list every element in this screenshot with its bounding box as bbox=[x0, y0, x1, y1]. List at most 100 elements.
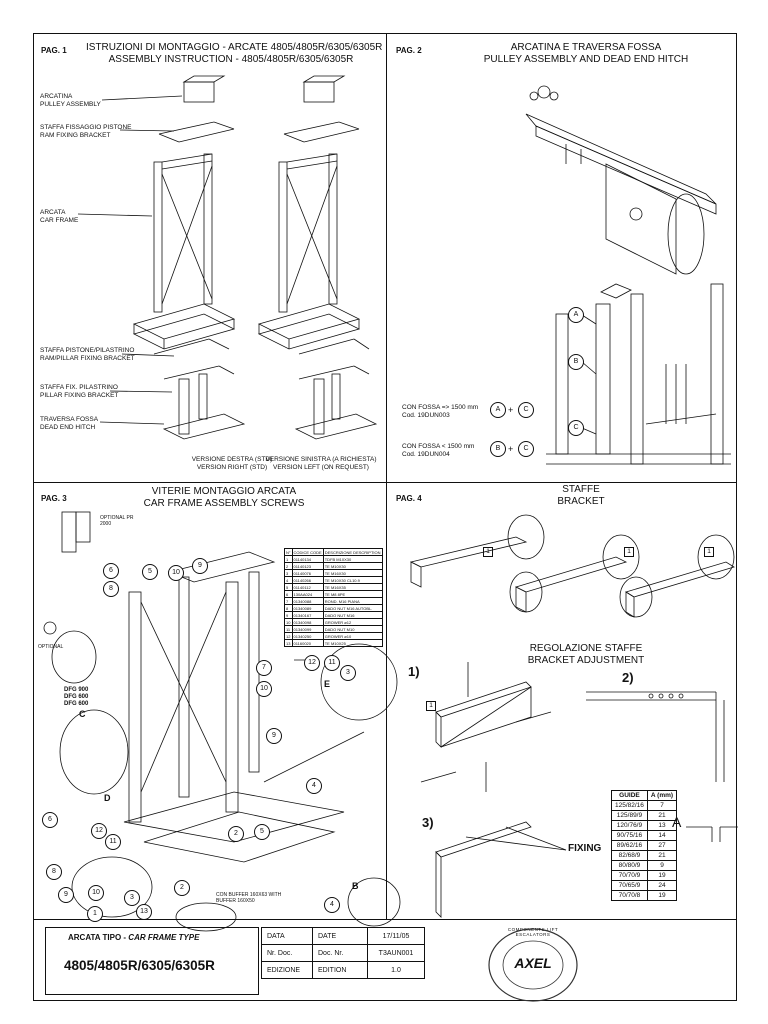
version-right-label: VERSIONE DESTRA (STD)VERSION RIGHT (STD) bbox=[191, 456, 273, 471]
box-marker-1: 1 bbox=[483, 547, 493, 557]
pag1-title-it: ISTRUZIONI DI MONTAGGIO - ARCATE 4805/48… bbox=[86, 42, 383, 53]
callout-13: 13 bbox=[136, 904, 152, 920]
divider-vertical-bottom bbox=[386, 482, 387, 919]
adjustment-step-1 bbox=[420, 662, 552, 792]
callout-2: 2 bbox=[228, 826, 244, 842]
pag3-title-it: VITERIE MONTAGGIO ARCATA bbox=[151, 486, 297, 497]
divider-vertical-top bbox=[386, 34, 387, 482]
callout-11: 11 bbox=[324, 655, 340, 671]
bracket-drawing-3 bbox=[619, 534, 735, 618]
callout-7: 7 bbox=[256, 660, 272, 676]
title-block: ARCATA TIPO - CAR FRAME TYPE 4805/4805R/… bbox=[34, 919, 738, 1002]
pag4-title-it: STAFFE bbox=[562, 484, 600, 495]
frame-right-version bbox=[132, 75, 246, 440]
adjustment-step-3 bbox=[435, 821, 567, 918]
panel-pag4: PAG. 4 STAFFE BRACKET bbox=[386, 482, 738, 919]
pag3-title-en: CAR FRAME ASSEMBLY SCREWS bbox=[143, 498, 305, 509]
detail-letter-b: B bbox=[352, 881, 359, 891]
step-2-label: 2) bbox=[622, 670, 634, 685]
drawing-sheet: PAG. 1 ISTRUZIONI DI MONTAGGIO - ARCATE … bbox=[33, 33, 738, 1002]
optional-label: OPTIONAL bbox=[38, 644, 64, 650]
callout-10b: 10 bbox=[256, 681, 272, 697]
divider-horizontal-footer bbox=[34, 919, 736, 920]
callout-9c: 9 bbox=[58, 887, 74, 903]
callout-10c: 10 bbox=[88, 885, 104, 901]
parts-header-n: N° bbox=[284, 548, 293, 556]
option2-marker-b: B bbox=[490, 441, 506, 457]
callout-12b: 12 bbox=[91, 823, 107, 839]
option2-plus: + bbox=[508, 444, 514, 454]
pulley-assembly-drawing bbox=[525, 85, 717, 275]
option1-marker-a: A bbox=[490, 402, 506, 418]
callout-1: 1 bbox=[87, 906, 103, 922]
pag4-drawing bbox=[409, 514, 738, 918]
company-stamp: COMPONENTS LIFT ESCALATORS AXEL bbox=[481, 921, 581, 1002]
bracket-drawing-2 bbox=[509, 534, 640, 613]
guide-header-guide: GUIDE bbox=[611, 790, 648, 801]
stamp-brand: AXEL bbox=[514, 955, 552, 971]
pag2-title-en: PULLEY ASSEMBLY AND DEAD END HITCH bbox=[483, 54, 689, 65]
adjust-title-it: REGOLAZIONE STAFFE bbox=[529, 643, 643, 654]
optional-pr2000: OPTIONAL PR 2000 bbox=[100, 515, 134, 527]
version-left-label: VERSIONE SINISTRA (A RICHIESTA)VERSION L… bbox=[265, 456, 377, 471]
stamp-ring bbox=[488, 928, 578, 1002]
fixing-label: FIXING bbox=[568, 843, 602, 854]
callout-3b: 3 bbox=[124, 890, 140, 906]
guide-header-a: A (mm) bbox=[646, 790, 678, 801]
callout-4: 4 bbox=[306, 778, 322, 794]
detail-letter-d: D bbox=[104, 793, 111, 803]
box-marker-3: 1 bbox=[704, 547, 714, 557]
car-frame-type-label: ARCATA TIPO - CAR FRAME TYPE bbox=[68, 933, 200, 942]
callout-6: 6 bbox=[103, 563, 119, 579]
parts-header-code: CODICE CODE bbox=[291, 548, 324, 556]
panel-pag3: PAG. 3 VITERIE MONTAGGIO ARCATA CAR FRAM… bbox=[34, 482, 401, 932]
box-marker-2: 1 bbox=[624, 547, 634, 557]
parts-header-row: N° CODICE CODE DESCRIZIONE DESCRIPTION bbox=[284, 548, 383, 556]
adjustment-step-2 bbox=[586, 691, 738, 842]
pag3-label: PAG. 3 bbox=[41, 494, 67, 503]
panel-pag1: PAG. 1 ISTRUZIONI DI MONTAGGIO - ARCATE … bbox=[34, 34, 386, 482]
pag1-drawing bbox=[77, 75, 378, 440]
callout-8: 8 bbox=[103, 581, 119, 597]
callout-5b: 5 bbox=[254, 824, 270, 840]
callout-3: 3 bbox=[340, 665, 356, 681]
callout-9: 9 bbox=[192, 558, 208, 574]
callout-10: 10 bbox=[168, 565, 184, 581]
step-3-label: 3) bbox=[422, 815, 434, 830]
adjust-title-en: BRACKET ADJUSTMENT bbox=[527, 655, 645, 666]
pag4-label: PAG. 4 bbox=[396, 494, 422, 503]
callout-12: 12 bbox=[304, 655, 320, 671]
pag1-title-en: ASSEMBLY INSTRUCTION - 4805/4805R/6305/6… bbox=[108, 54, 354, 65]
option1-plus: + bbox=[508, 405, 514, 415]
dimension-a-label: A bbox=[672, 814, 682, 830]
buffer-note: CON BUFFER 160X63 WITH BUFFER 160X50 bbox=[216, 892, 282, 904]
guide-header-row: GUIDE A (mm) bbox=[611, 790, 678, 801]
callout-2b: 2 bbox=[174, 880, 190, 896]
callout-11b: 11 bbox=[105, 834, 121, 850]
box-marker-4: 1 bbox=[426, 701, 436, 711]
parts-header-description: DESCRIZIONE DESCRIPTION bbox=[322, 548, 383, 556]
dead-end-hitch-drawing bbox=[546, 283, 731, 465]
